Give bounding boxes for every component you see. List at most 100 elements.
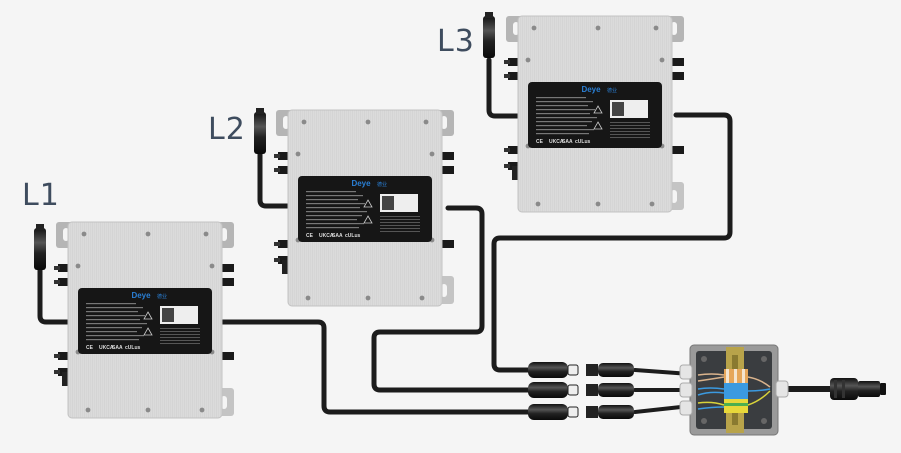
brand-logo: Deye [581, 85, 601, 94]
dc-input-connector [278, 166, 290, 174]
cable-l3-output [491, 112, 733, 373]
screw [203, 231, 209, 237]
spec-line [536, 117, 597, 119]
screw [145, 231, 151, 237]
dc-input-plug [34, 224, 46, 270]
side-connector [220, 264, 234, 272]
cert-mark: CE [306, 233, 314, 239]
warning-icon [593, 105, 603, 114]
screw [531, 25, 537, 31]
qr-code [162, 308, 174, 322]
screw [209, 263, 215, 269]
brand-logo: Deye [131, 291, 151, 300]
warning-icon [363, 215, 373, 224]
label-l2: L2 [208, 112, 246, 147]
side-connector [670, 58, 684, 66]
dc-input-connector [278, 152, 290, 160]
screw [301, 119, 307, 125]
cert-mark: cULus [575, 139, 591, 145]
screw [365, 119, 371, 125]
side-connector [440, 166, 454, 174]
spec-line [86, 307, 143, 309]
screw [145, 407, 151, 413]
spec-line [86, 311, 138, 313]
screw [659, 57, 665, 63]
spec-line [306, 203, 365, 205]
spec-line [536, 133, 589, 135]
junction-box [679, 344, 789, 436]
mc4-connector-pair [528, 382, 634, 398]
screw [365, 295, 371, 301]
male-connector [528, 404, 568, 420]
qr-code [612, 102, 624, 116]
male-connector [528, 382, 568, 398]
spec-line [86, 303, 136, 305]
ac-port [282, 260, 290, 274]
cable-l2-input [257, 147, 295, 209]
spec-line [306, 191, 356, 193]
cert-mark: CE [536, 139, 544, 145]
cable-gland [679, 364, 693, 380]
screw [649, 201, 655, 207]
warning-icon [143, 327, 153, 336]
dc-input-connector [508, 72, 520, 80]
spec-line [86, 315, 145, 317]
side-connector [670, 146, 684, 154]
spec-line [86, 335, 144, 337]
screw [595, 201, 601, 207]
screw [535, 201, 541, 207]
spec-line [306, 199, 358, 201]
brand-suffix: 德业 [377, 181, 387, 188]
ac-port [512, 166, 520, 180]
spec-line [536, 113, 590, 115]
side-connector [440, 240, 454, 248]
cert-mark: SAA [562, 139, 573, 145]
brand-suffix: 德业 [607, 87, 617, 94]
spec-line [306, 207, 360, 209]
cable-l1-output [215, 319, 533, 415]
spec-line [536, 101, 593, 103]
dc-input-connector [58, 264, 70, 272]
spec-line [306, 195, 363, 197]
ac-port [62, 372, 70, 386]
brand-suffix: 德业 [157, 293, 167, 300]
spec-line [86, 339, 139, 341]
cert-mark: cULus [125, 345, 141, 351]
side-connector [220, 352, 234, 360]
screw [295, 151, 301, 157]
screw [595, 25, 601, 31]
screw [653, 25, 659, 31]
dc-input-connector [58, 278, 70, 286]
mc4-connector-pair [528, 362, 634, 378]
spec-line [306, 211, 367, 213]
spec-line [86, 323, 147, 325]
spec-line [536, 129, 594, 131]
screw [199, 407, 205, 413]
warning-icon [593, 121, 603, 130]
side-connector [440, 152, 454, 160]
cert-mark: SAA [112, 345, 123, 351]
screw [85, 407, 91, 413]
screw [75, 263, 81, 269]
label-l3: L3 [437, 24, 475, 59]
cert-mark: cULus [345, 233, 361, 239]
spec-line [536, 109, 595, 111]
screw [81, 231, 87, 237]
screw [305, 295, 311, 301]
cert-mark: UKCA [549, 139, 564, 145]
spec-line [306, 215, 362, 217]
dc-input-connector [58, 352, 70, 360]
brand-logo: Deye [351, 179, 371, 188]
cable-l1-input [37, 267, 73, 325]
cert-mark: SAA [332, 233, 343, 239]
female-connector [586, 364, 598, 376]
dc-input-connector [508, 58, 520, 66]
screw [701, 356, 707, 362]
screw [429, 151, 435, 157]
side-connector [670, 72, 684, 80]
